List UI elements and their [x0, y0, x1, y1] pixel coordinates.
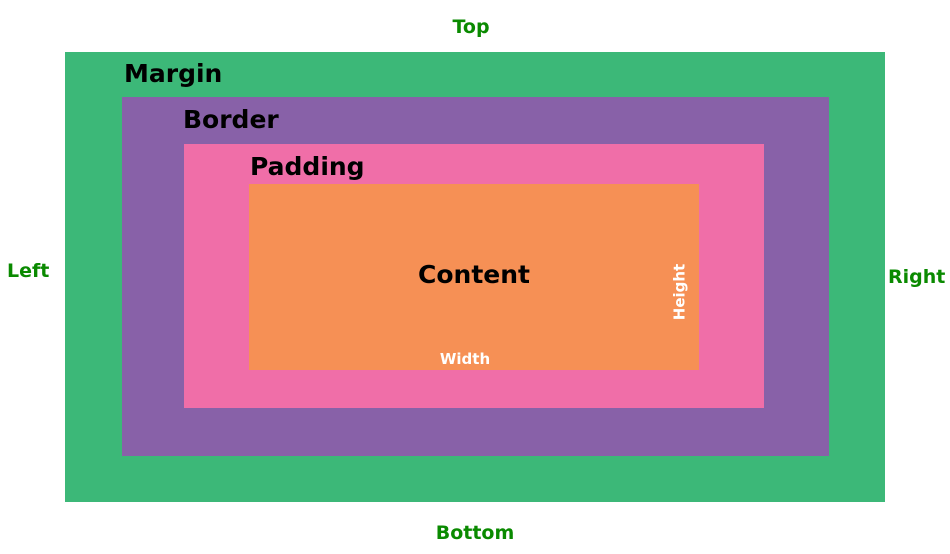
- top-label: Top: [452, 16, 490, 38]
- right-label: Right: [888, 266, 946, 288]
- padding-label: Padding: [250, 152, 365, 181]
- content-label: Content: [418, 260, 530, 289]
- left-label: Left: [7, 260, 50, 282]
- margin-label: Margin: [124, 59, 223, 88]
- border-label: Border: [183, 105, 279, 134]
- bottom-label: Bottom: [435, 522, 515, 544]
- width-label: Width: [439, 350, 491, 368]
- content-box: [249, 184, 699, 370]
- height-label: Height: [670, 263, 689, 321]
